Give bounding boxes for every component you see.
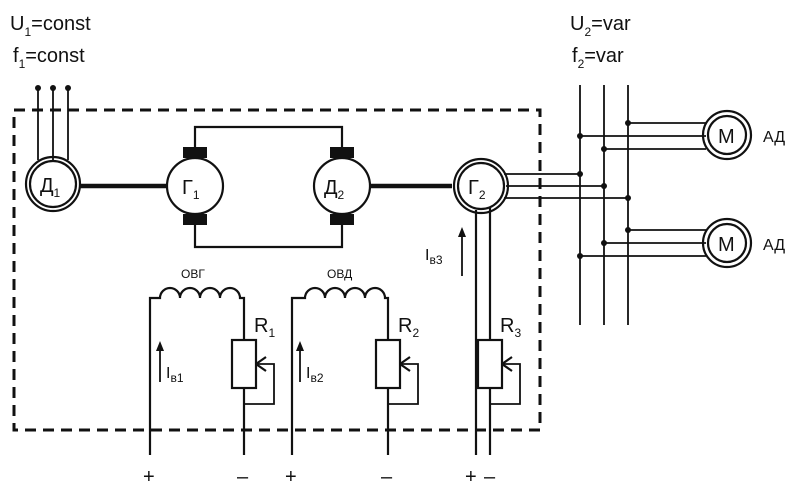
dc-motor-d2: Д2 [312, 147, 372, 225]
input-supply-lines [35, 85, 71, 160]
ovg-field-circuit: ОВГ R1 Iв1 + – [143, 267, 275, 488]
dc-generator-g1: Г1 [165, 147, 225, 225]
svg-text:Д2: Д2 [324, 177, 345, 202]
svg-text:ОВД: ОВД [327, 267, 352, 281]
svg-text:–: – [484, 466, 496, 488]
input-supply-label: U1=const f1=const [10, 13, 91, 71]
svg-text:Г2: Г2 [468, 177, 486, 202]
induction-motor-1: M АД [701, 109, 785, 161]
svg-text:M: M [718, 234, 735, 256]
svg-text:Д1: Д1 [40, 175, 61, 200]
ovd-field-circuit: ОВД R2 Iв2 + – [285, 267, 419, 488]
svg-text:Iв2: Iв2 [306, 365, 324, 385]
g2-excitation-circuit: R3 Iв3 + – [425, 208, 521, 488]
svg-text:+: + [465, 466, 477, 488]
svg-text:f2=var: f2=var [572, 45, 624, 71]
svg-text:R3: R3 [500, 315, 521, 340]
svg-text:f1=const: f1=const [13, 45, 85, 71]
output-supply-label: U2=var f2=var [570, 13, 631, 71]
svg-text:ОВГ: ОВГ [181, 267, 205, 281]
svg-text:Iв3: Iв3 [425, 247, 443, 267]
svg-text:АД: АД [763, 129, 785, 146]
induction-motor-2: M АД [701, 217, 785, 269]
svg-text:U1=const: U1=const [10, 13, 91, 39]
svg-text:+: + [143, 466, 155, 488]
svg-text:–: – [381, 466, 393, 488]
svg-text:Г1: Г1 [182, 177, 200, 202]
svg-text:+: + [285, 466, 297, 488]
motor-d1: Д1 [24, 155, 82, 213]
armature-loop [193, 125, 344, 249]
svg-text:Iв1: Iв1 [166, 365, 184, 385]
svg-text:R2: R2 [398, 315, 419, 340]
svg-text:АД: АД [763, 237, 785, 254]
generator-g2: Г2 [452, 157, 510, 215]
svg-text:U2=var: U2=var [570, 13, 631, 39]
svg-text:M: M [718, 126, 735, 148]
output-bus [504, 85, 706, 325]
svg-text:R1: R1 [254, 315, 275, 340]
dashed-enclosure [12, 108, 542, 432]
svg-text:–: – [237, 466, 249, 488]
